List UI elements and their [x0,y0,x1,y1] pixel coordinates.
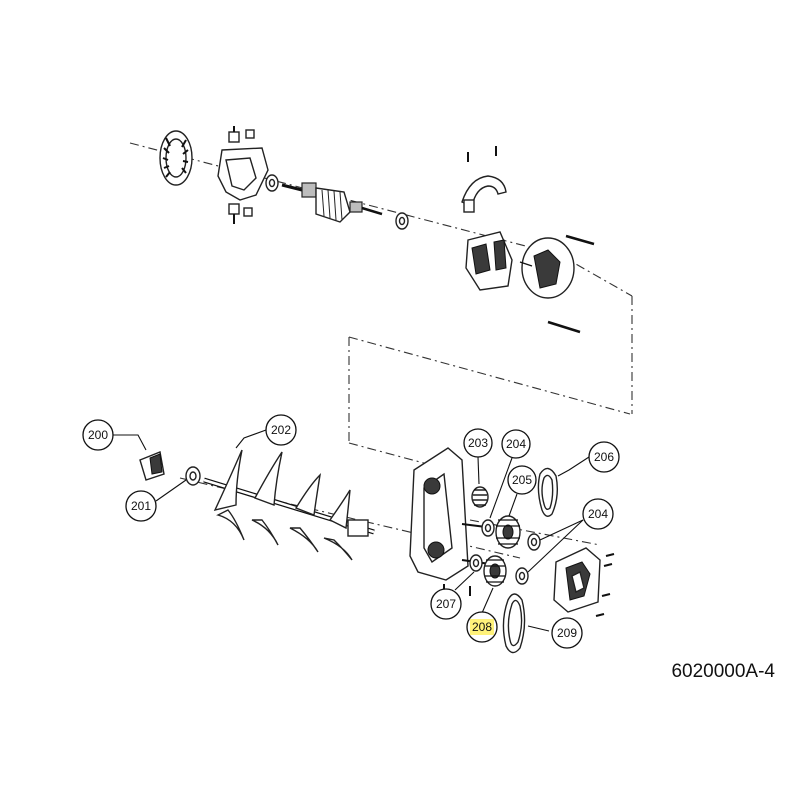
callout-209-label: 209 [557,626,577,640]
callout-202-label: 202 [271,423,291,437]
drawing-number: 6020000A-4 [671,661,775,682]
callout-206: 206 [588,441,620,473]
gear-housing [409,447,495,596]
callout-204-right: 204 [582,498,614,530]
part-207-washer [469,554,483,572]
callout-200: 200 [82,419,114,451]
armature-washer-left [265,174,279,192]
callout-208-highlight [470,619,494,635]
callout-207: 207 [430,588,462,620]
callout-203-label: 203 [468,436,488,450]
brush-holder [217,126,269,224]
callout-207-label: 207 [436,597,456,611]
callout-205-label: 205 [512,473,532,487]
part-209-belt [502,593,526,654]
part-204-bearing-upper [481,519,495,537]
callout-204-top: 204 [501,429,531,459]
part-201-bearing [185,466,201,486]
part-200-bracket [139,451,165,481]
part-204-bearing-lower [515,567,529,585]
callout-201-label: 201 [131,499,151,513]
fan-wheel [159,130,193,186]
callout-206-label: 206 [594,450,614,464]
end-bell [519,237,575,299]
armature [281,182,383,223]
callout-204-top-label: 204 [506,437,526,451]
armature-washer-right [395,212,409,230]
callout-201: 201 [125,490,157,522]
callout-204-right-label: 204 [588,507,608,521]
callout-208: 208 [466,611,498,643]
part-202-tine-shaft [203,449,375,561]
motor-clip [461,146,507,213]
long-screws [547,234,595,334]
part-205-gear [495,515,521,549]
leader-lines [113,429,590,632]
stator-housing [465,231,513,291]
part-204-bearing-right [527,533,541,551]
part-208-pulley-gear [483,555,507,587]
part-203-small-gear [471,486,489,508]
cover-plate [553,547,615,617]
callout-209: 209 [551,617,583,649]
callout-208-label: 208 [472,620,492,634]
part-206-belt [537,467,559,517]
callout-205: 205 [507,465,537,495]
callout-202: 202 [265,414,297,446]
callout-200-label: 200 [88,428,108,442]
callout-203: 203 [463,428,493,458]
